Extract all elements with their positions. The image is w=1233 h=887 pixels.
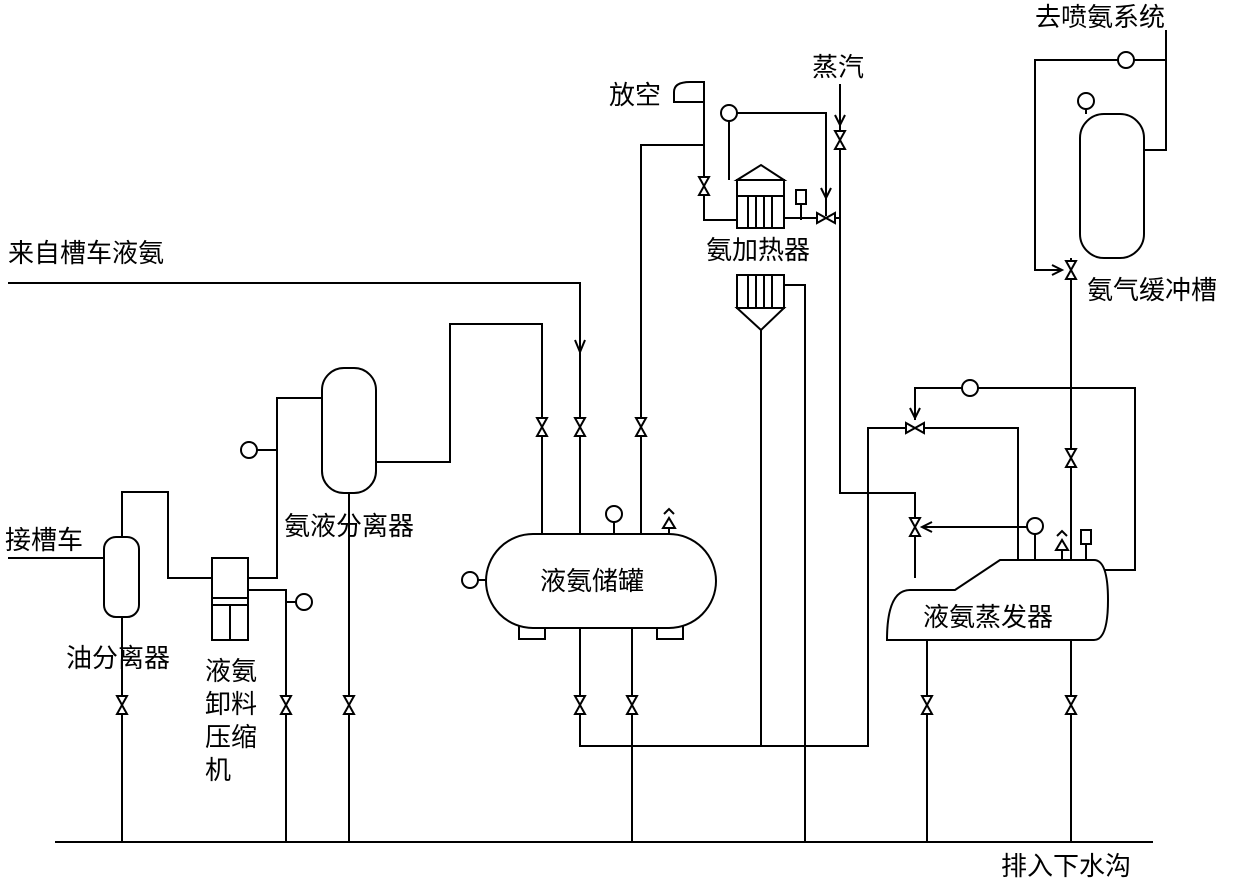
- tank-truck-liquid-pipe: [8, 282, 581, 534]
- oil-separator-outlet-pipe: [121, 491, 212, 579]
- label-oil-separator: 油分离器: [66, 644, 170, 674]
- label-buffer-tank: 氨气缓冲槽: [1087, 276, 1217, 306]
- temperature-control-signal-line: [737, 112, 827, 216]
- heater-lower-shell: [736, 274, 785, 309]
- pressure-gauge-icon: [1117, 51, 1135, 69]
- valve-icon: [626, 695, 638, 715]
- evaporator-level-signal-line: [914, 387, 962, 420]
- heater-top-head: [733, 163, 788, 181]
- valve-icon: [834, 130, 846, 150]
- temperature-gauge-icon: [1026, 517, 1044, 535]
- flow-arrow-icon: [834, 114, 846, 128]
- label-discharge-to-sewer: 排入下水沟: [1001, 852, 1131, 882]
- label-storage-tank: 液氨储罐: [540, 567, 644, 597]
- flow-arrow-icon: [919, 521, 933, 533]
- valve-icon: [343, 695, 355, 715]
- valve-icon: [635, 417, 647, 437]
- control-valve-icon: [909, 517, 921, 537]
- pressure-gauge-icon: [1077, 92, 1095, 110]
- heater-drain-pipe: [784, 284, 806, 842]
- compressor-drain-pipe: [248, 589, 287, 842]
- control-valve-icon: [905, 422, 925, 434]
- label-ammonia-heater: 氨加热器: [706, 236, 810, 266]
- label-unload-truck: 接槽车: [5, 526, 83, 556]
- ammonia-gas-buffer-tank: [1079, 113, 1145, 259]
- heater-upper-shell: [736, 179, 785, 229]
- label-from-tank-truck: 来自槽车液氨: [8, 239, 164, 269]
- flow-arrow-icon: [909, 407, 921, 421]
- pressure-gauge-icon: [605, 505, 623, 523]
- valve-icon: [1065, 695, 1077, 715]
- level-gauge-icon: [961, 379, 979, 397]
- safety-valve-spring-icon: [663, 507, 675, 515]
- valve-icon: [116, 695, 128, 715]
- evaporator-instrument-icon: [1080, 529, 1092, 545]
- valve-icon: [574, 695, 586, 715]
- ammonia-to-evaporator-pipe: [905, 427, 1019, 560]
- label-ammonia-liquid-separator: 氨液分离器: [284, 512, 414, 542]
- label-vent: 放空: [609, 81, 661, 111]
- level-gauge-icon: [461, 571, 479, 589]
- control-valve-icon: [1065, 260, 1077, 280]
- vent-pipe: [703, 102, 737, 221]
- buffer-outlet-pipe: [1134, 59, 1167, 151]
- ammonia-liquid-separator-vessel: [321, 367, 377, 494]
- safety-valve-icon: [1054, 538, 1070, 551]
- vent-hood-icon: [673, 81, 705, 103]
- valve-icon: [574, 417, 586, 437]
- label-evaporator: 液氨蒸发器: [923, 603, 1053, 633]
- safety-valve-spring-icon: [1056, 529, 1068, 537]
- pressure-gauge-icon: [295, 593, 313, 611]
- liquid-ammonia-evaporator: [885, 559, 1110, 641]
- label-to-injection-system: 去喷氨系统: [1035, 3, 1165, 33]
- flow-arrow-icon: [820, 187, 832, 201]
- heater-small-instrument-icon: [795, 189, 807, 205]
- evaporator-level-sensing-line: [978, 387, 1136, 571]
- buffer-pressure-control-line: [1034, 59, 1118, 271]
- compressor-upper-body: [211, 557, 249, 599]
- flow-arrow-icon: [574, 339, 586, 355]
- heater-bottom-head: [734, 307, 787, 332]
- valve-icon: [1065, 448, 1077, 468]
- label-compressor-line4: 机: [205, 756, 231, 786]
- label-compressor-line2: 卸料: [205, 690, 257, 720]
- steam-supply-pipe: [839, 84, 916, 578]
- oil-separator-vessel: [103, 536, 140, 618]
- temperature-gauge-icon: [720, 104, 738, 122]
- pressure-gauge-icon: [240, 441, 258, 459]
- label-compressor-line1: 液氨: [205, 657, 257, 687]
- compressor-to-separator-pipe: [248, 397, 322, 579]
- label-steam: 蒸汽: [812, 53, 864, 83]
- valve-icon: [698, 176, 710, 196]
- valve-icon: [280, 695, 292, 715]
- safety-valve-icon: [661, 516, 677, 529]
- valve-icon: [536, 417, 548, 437]
- heater-return-pipe: [640, 144, 705, 534]
- flow-arrow-icon: [1051, 264, 1065, 276]
- valve-icon: [921, 695, 933, 715]
- separator-to-storage-pipe: [376, 323, 543, 534]
- label-compressor-line3: 压缩: [205, 723, 257, 753]
